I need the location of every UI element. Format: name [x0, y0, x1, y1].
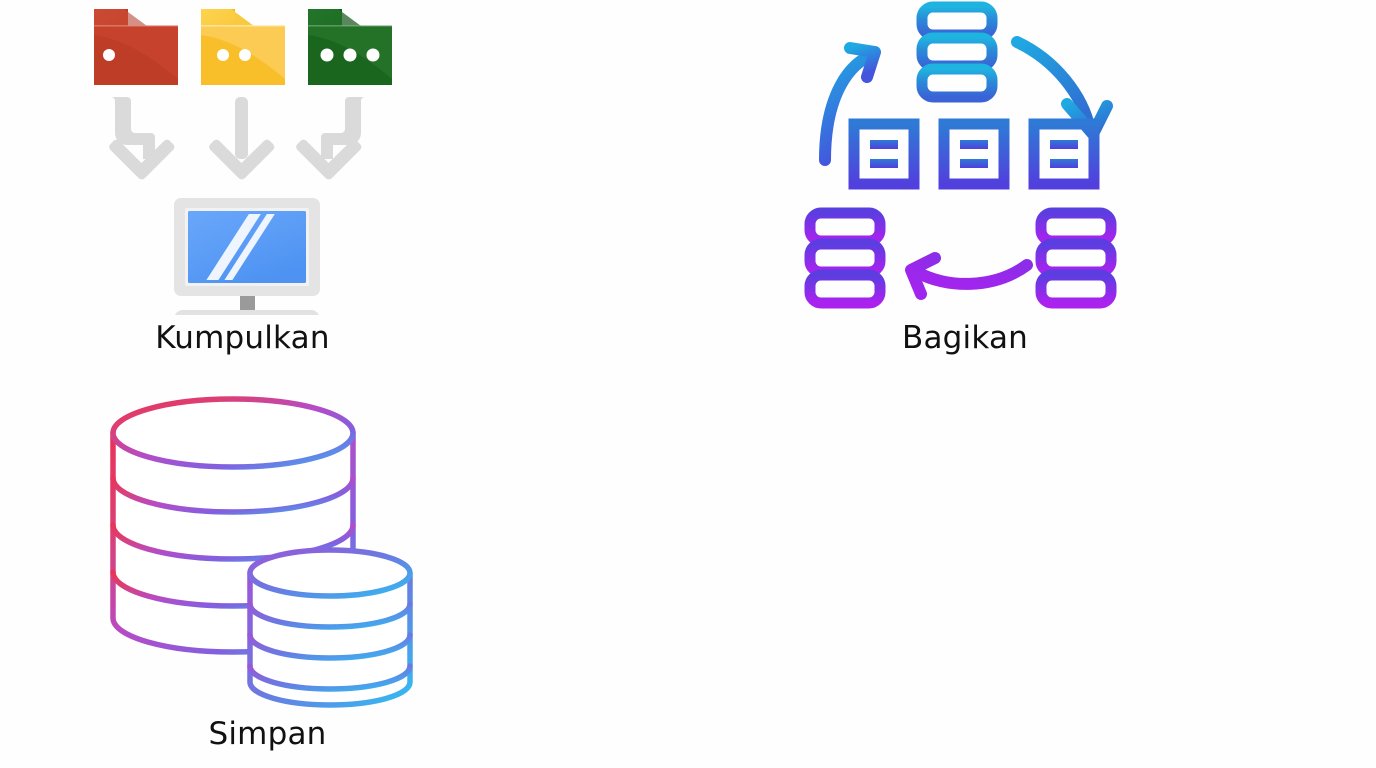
arrow-left-up-curve-icon [819, 42, 881, 166]
server-stack-top-icon [916, 1, 998, 103]
panel-share: Bagikan [795, 0, 1135, 370]
arrow-shaft-2-icon [235, 97, 248, 159]
arrow-head-2-icon [209, 139, 275, 180]
server-stack-bottom-right-icon [1035, 207, 1117, 309]
linked-blocks-row-icon [848, 118, 1100, 190]
large-database-cylinder [110, 396, 356, 655]
database-cylinders-icon [95, 390, 440, 720]
distributed-network-sharing-icon [795, 0, 1135, 320]
arrow-group [109, 97, 365, 180]
caption-kumpulkan: Kumpulkan [155, 320, 330, 356]
panel-store: Simpan [95, 390, 440, 768]
computer-monitor-icon [174, 198, 320, 315]
small-database-cylinder [247, 547, 413, 708]
caption-bagikan: Bagikan [901, 320, 1028, 356]
folder-red-icon [94, 9, 178, 85]
arrow-head-1-icon [109, 139, 175, 180]
panel-collect: Kumpulkan [85, 0, 400, 370]
server-stack-bottom-left-icon [804, 207, 886, 309]
caption-simpan: Simpan [208, 716, 327, 752]
folders-to-computer-icon [85, 0, 400, 315]
folder-green-icon [308, 9, 392, 85]
folder-yellow-icon [201, 9, 285, 85]
arrow-bottom-left-curve-icon [905, 252, 1033, 300]
arrow-head-3-icon [296, 139, 362, 180]
